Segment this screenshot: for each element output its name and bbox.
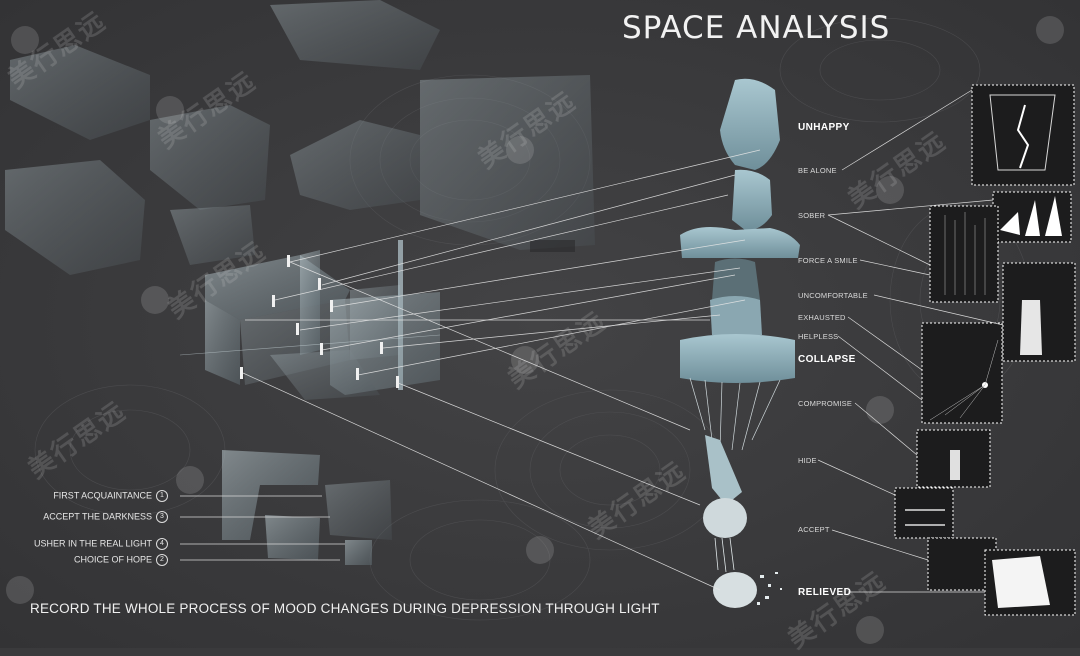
stage-text: ACCEPT THE DARKNESS [43, 511, 152, 522]
mood-compromise: COMPROMISE [798, 399, 853, 408]
caption: RECORD THE WHOLE PROCESS OF MOOD CHANGES… [30, 601, 660, 616]
stage-number: 4 [156, 538, 168, 550]
mood-be-alone: BE ALONE [798, 166, 837, 175]
mood-hide: HIDE [798, 456, 817, 465]
mood-accept: ACCEPT [798, 525, 830, 534]
leader-lines [180, 89, 1004, 593]
watermark [6, 16, 1064, 644]
stage-label: FIRST ACQUAINTANCE 1 [28, 490, 168, 502]
stage-label: ACCEPT THE DARKNESS 3 [28, 511, 168, 523]
mood-sober: SOBER [798, 211, 826, 220]
connector-lines [242, 149, 761, 591]
mood-uncomfortable: UNCOMFORTABLE [798, 291, 868, 300]
mood-collapse: COLLAPSE [798, 354, 856, 365]
mood-unhappy: UNHAPPY [798, 122, 850, 133]
sculpture [680, 78, 800, 608]
mood-force-a-smile: FORCE A SMILE [798, 256, 858, 265]
mood-relieved: RELIEVED [798, 587, 852, 598]
mood-exhausted: EXHAUSTED [798, 313, 846, 322]
page-title: SPACE ANALYSIS [622, 10, 891, 46]
section-building [179, 240, 441, 400]
stage-text: USHER IN THE REAL LIGHT [33, 538, 152, 549]
stage-number: 3 [156, 511, 168, 523]
stage-text: FIRST ACQUAINTANCE [53, 490, 152, 501]
inset-images [894, 84, 1076, 616]
human-figures [240, 255, 399, 388]
stage-label: CHOICE OF HOPE 2 [28, 554, 168, 566]
particles [757, 572, 782, 605]
stage-model [222, 450, 392, 565]
stage-label: USHER IN THE REAL LIGHT 4 [28, 538, 168, 550]
stage-number: 1 [156, 490, 168, 502]
stage-text: CHOICE OF HOPE [73, 554, 152, 565]
stage-number: 2 [156, 554, 168, 566]
mood-helpless: HELPLESS [798, 332, 839, 341]
upper-volumes [5, 0, 595, 275]
